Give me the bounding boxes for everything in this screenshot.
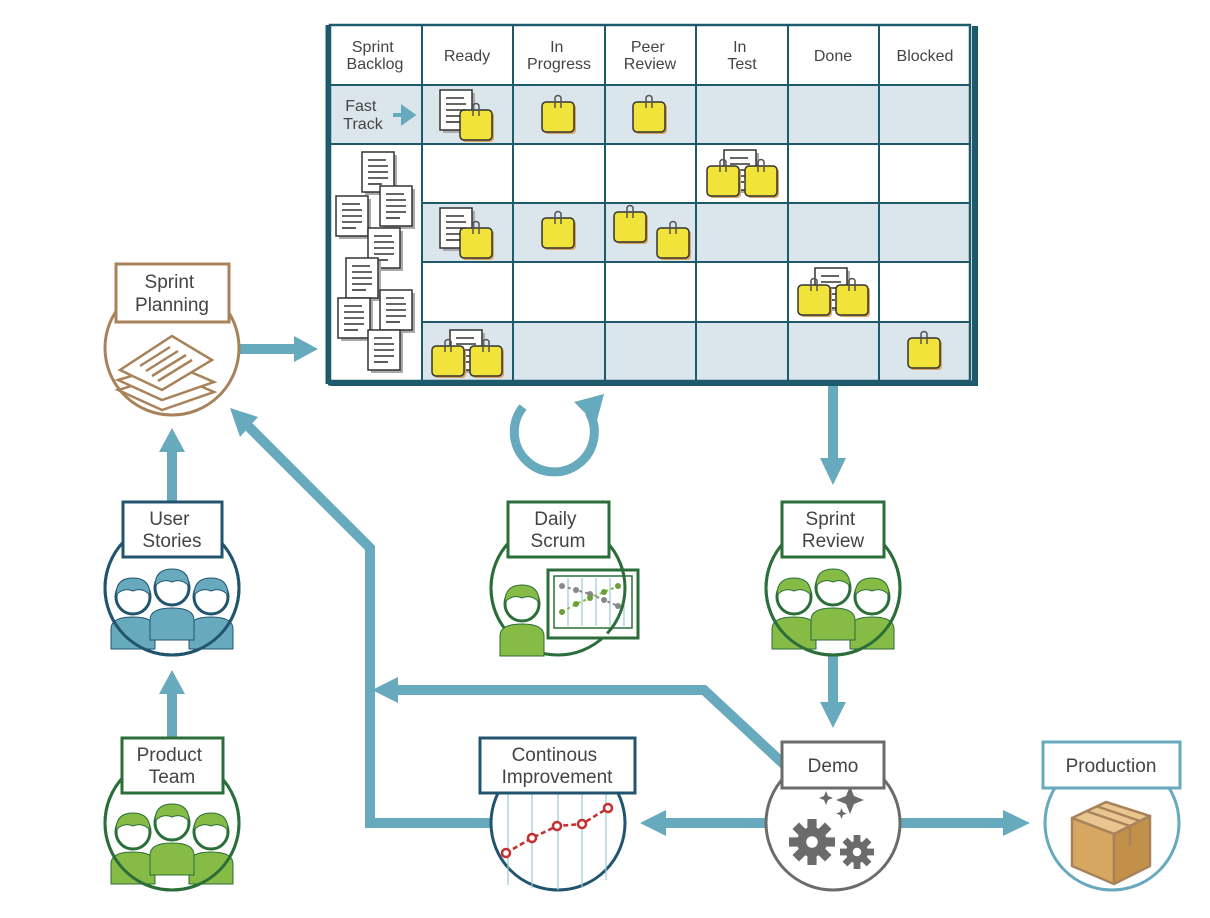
demo-label: Demo (808, 756, 859, 777)
continuous-improvement-node: Continous Improvement (478, 736, 637, 892)
sprint-review-label: Sprint Review (802, 509, 865, 552)
arrow-review-to-demo (820, 655, 846, 728)
arrow-demo-to-feedback (372, 677, 794, 774)
documents-stack-icon (114, 334, 218, 412)
arrow-stories-to-planning (159, 428, 185, 502)
arrow-planning-to-board (240, 336, 318, 362)
arrow-board-to-review (820, 386, 846, 485)
fast-track-label: Fast Track (343, 98, 383, 133)
people-group-icon (109, 802, 235, 886)
column-header-peer-review: Peer Review (624, 39, 677, 73)
package-box-icon (1070, 800, 1152, 886)
sprint-review-node: Sprint Review (764, 500, 902, 657)
sprint-planning-label-box (114, 262, 231, 324)
production-label: Production (1066, 756, 1157, 777)
demo-node: Demo (764, 740, 902, 892)
column-header-in-progress: In Progress (527, 39, 591, 73)
column-header-done: Done (814, 48, 852, 65)
people-group-icon (770, 567, 896, 651)
production-label-box (1041, 740, 1182, 790)
line-chart-icon (500, 790, 614, 890)
user-stories-label-box (121, 500, 224, 559)
arrow-demo-to-improvement (640, 810, 766, 836)
arrow-team-to-stories (159, 670, 185, 738)
column-header-sprint-backlog: Sprint Backlog (347, 39, 404, 73)
flow-arrows (159, 336, 1030, 836)
kanban-board: Sprint Backlog Ready In Progress Peer Re… (325, 23, 978, 386)
board-column-headers: Sprint Backlog Ready In Progress Peer Re… (347, 39, 954, 73)
product-team-label: Product Team (137, 745, 208, 788)
continuous-improvement-label-box (478, 736, 637, 795)
daily-scrum-node: Daily Scrum (489, 500, 640, 658)
fast-track-arrow-icon (393, 104, 417, 126)
demo-label-box (780, 740, 886, 790)
user-stories-node: User Stories (103, 500, 241, 657)
daily-scrum-label: Daily Scrum (531, 509, 586, 552)
column-header-blocked: Blocked (897, 48, 954, 65)
production-node: Production (1041, 740, 1182, 892)
sprint-planning-node: Sprint Planning (103, 262, 241, 417)
continuous-improvement-label: Continous Improvement (502, 745, 614, 788)
sprint-planning-label: Sprint Planning (135, 272, 209, 316)
column-header-ready: Ready (444, 48, 490, 65)
board-grid (328, 23, 972, 383)
arrow-improvement-to-planning (230, 408, 490, 828)
product-team-node: Product Team (103, 736, 241, 892)
gears-icon (789, 786, 874, 869)
people-group-icon (109, 567, 235, 651)
sprint-review-label-box (780, 500, 886, 559)
product-team-label-box (120, 736, 225, 795)
column-header-in-test: In Test (727, 39, 757, 73)
arrow-demo-to-production (900, 810, 1030, 836)
refresh-cycle-icon (509, 394, 604, 477)
daily-scrum-label-box (506, 500, 611, 559)
user-stories-label: User Stories (142, 509, 201, 552)
